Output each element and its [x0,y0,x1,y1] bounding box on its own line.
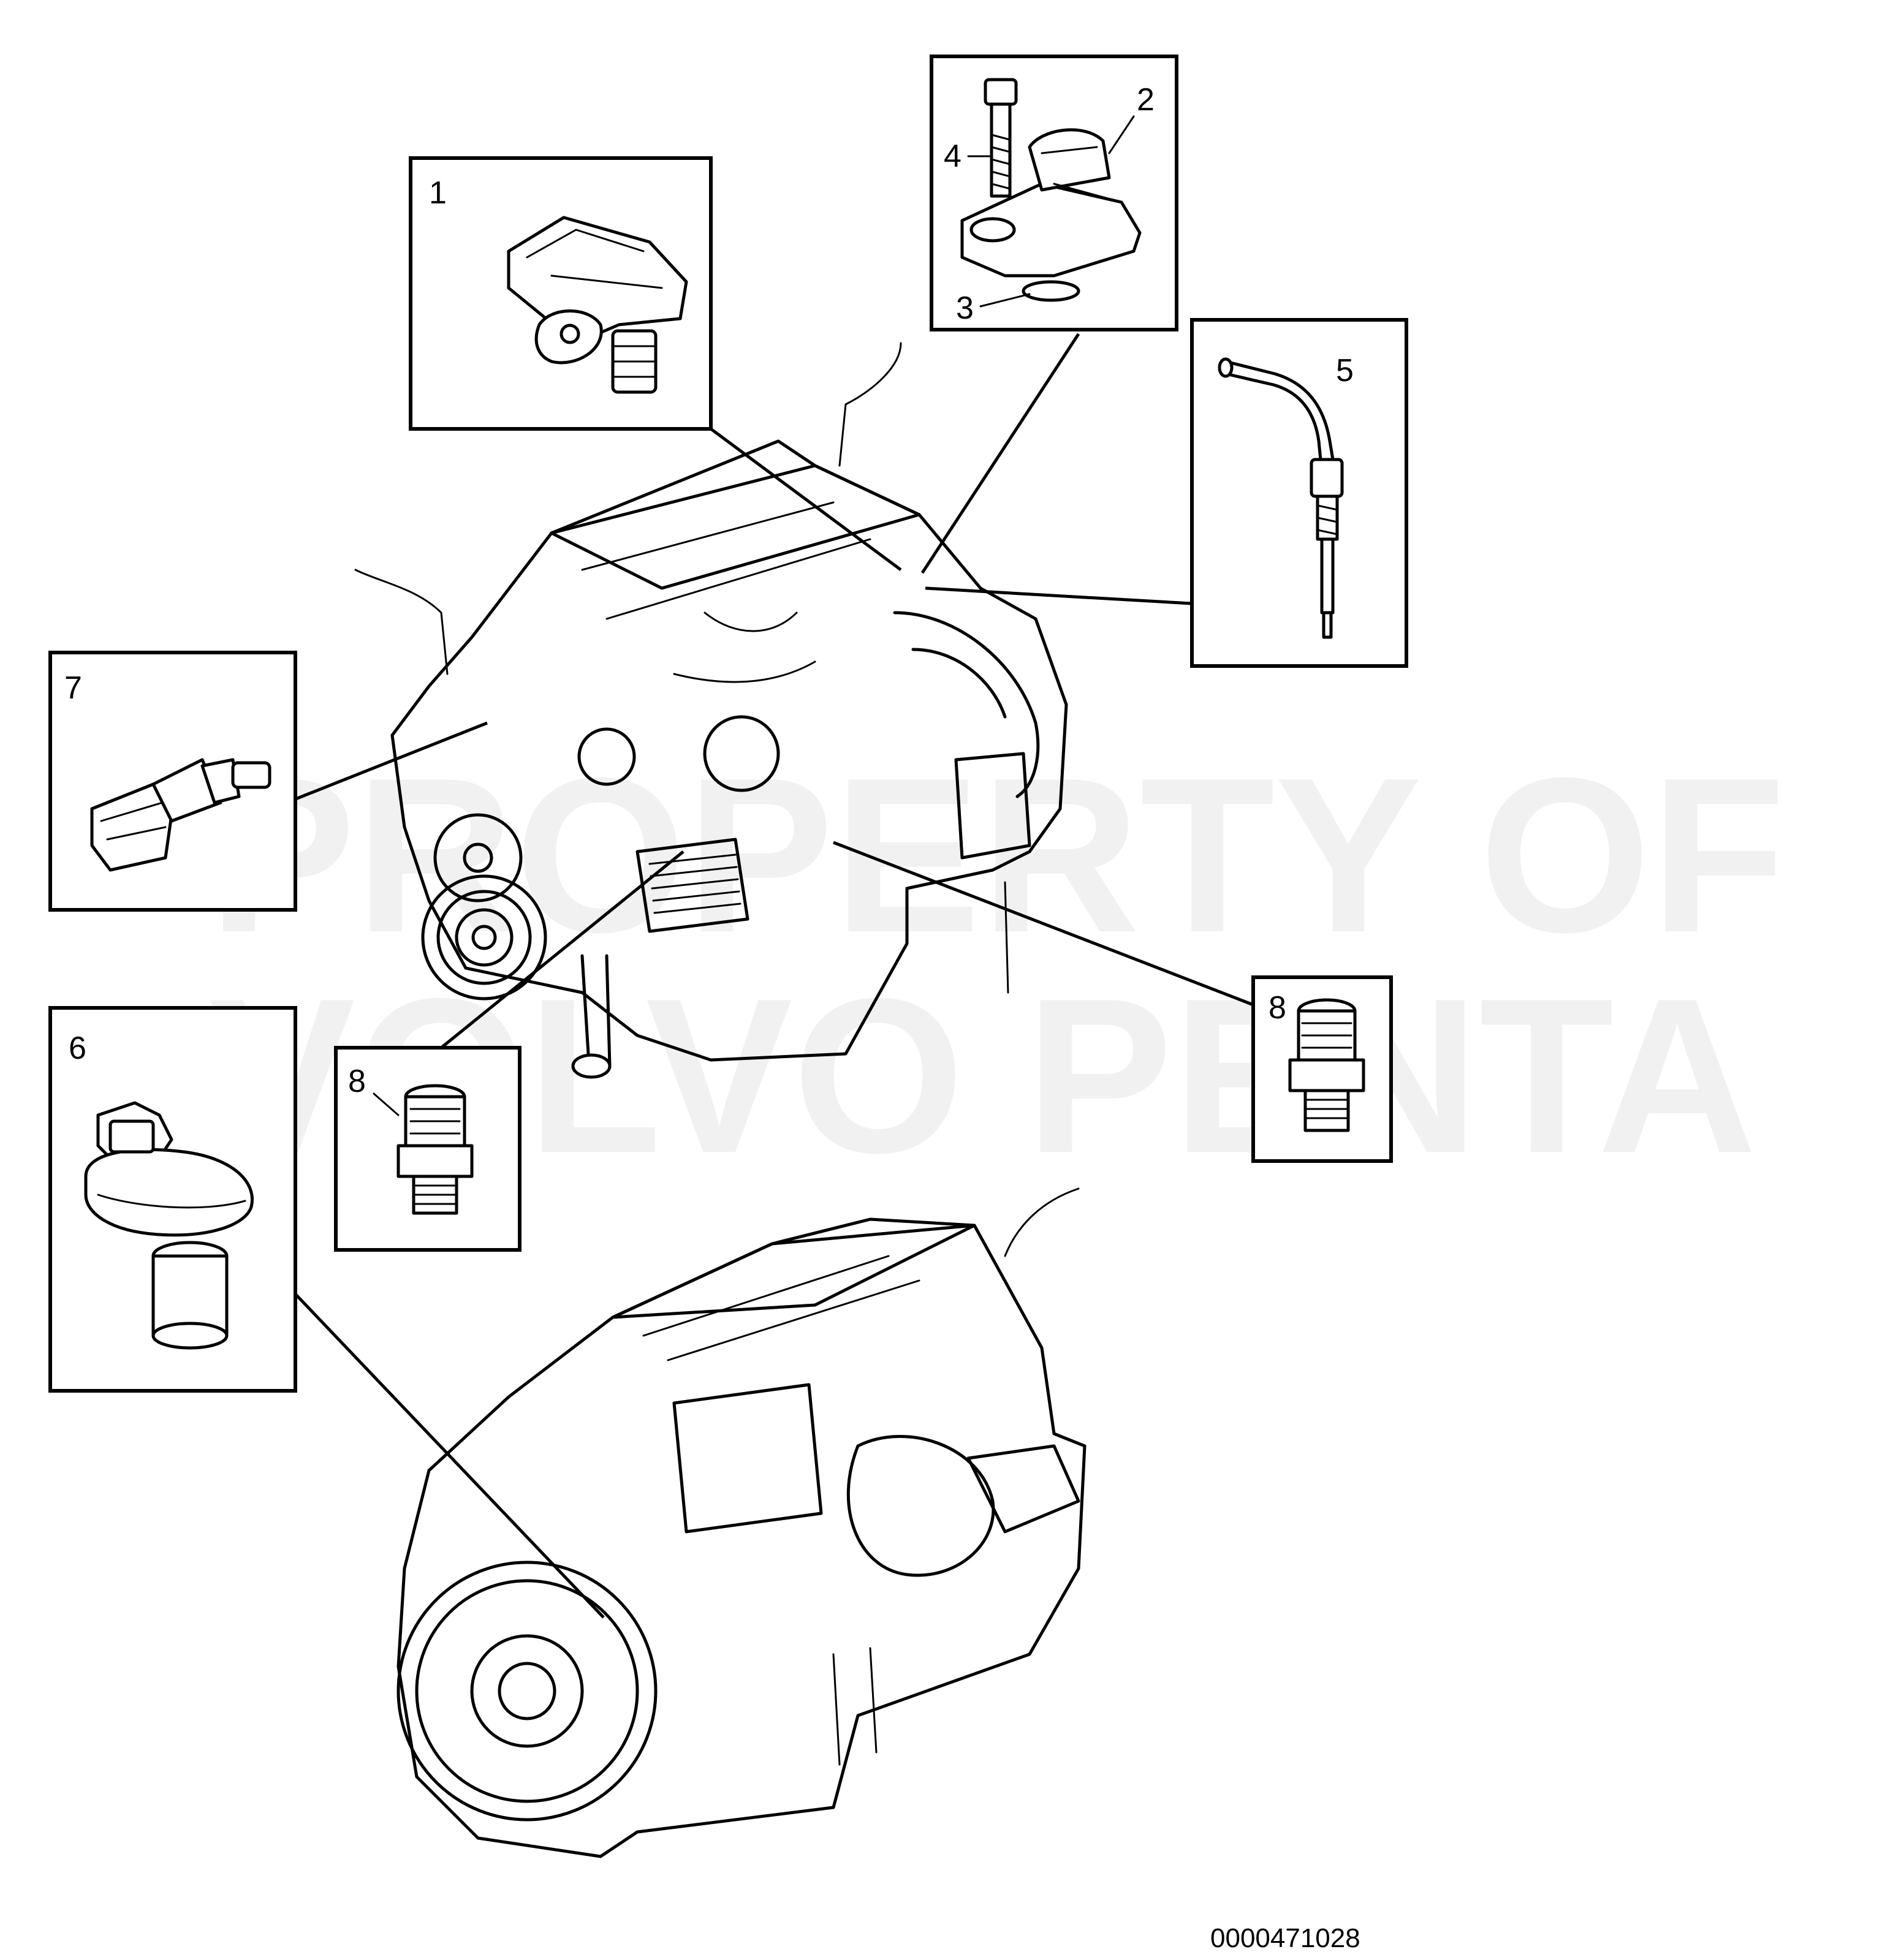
pressure-switch-8-left-drawing [396,1084,474,1215]
callout-box-5: 5 [1190,318,1408,668]
pressure-sensor-1-drawing [507,216,688,394]
watermark-line-1: PROPERTY OF [208,732,1786,978]
lower-engine-illustration [396,1187,1087,1858]
callout-label-3: 3 [956,290,974,326]
pressure-sensor-2-drawing [960,128,1142,278]
callout-box-1: 1 [409,156,713,431]
callout-label-8-left: 8 [348,1064,366,1099]
callout-label-2: 2 [1137,82,1155,118]
callout-label-6: 6 [69,1031,86,1066]
callout-box-6: 6 [48,1006,297,1393]
callout-box-8-right: 8 [1251,975,1393,1163]
temperature-probe-5-drawing [1218,357,1344,639]
o-ring-3-drawing [1022,280,1080,302]
callout-label-1: 1 [429,175,447,211]
upper-engine-illustration [354,342,1068,1079]
speed-sensor-6-drawing [84,1101,254,1350]
temperature-sensor-7-drawing [90,758,271,872]
callout-label-8-right: 8 [1269,990,1286,1026]
callout-box-2-3-4: 2 4 3 [930,55,1178,331]
figure-id: 0000471028 [1210,1923,1360,1953]
callout-box-7: 7 [48,651,297,912]
callout-label-4: 4 [944,138,961,174]
pressure-switch-8-right-drawing [1288,998,1365,1132]
callout-box-8-left: 8 [334,1046,522,1252]
callout-label-5: 5 [1336,353,1354,388]
bolt-4-drawing [984,78,1018,198]
callout-label-7: 7 [64,670,82,706]
